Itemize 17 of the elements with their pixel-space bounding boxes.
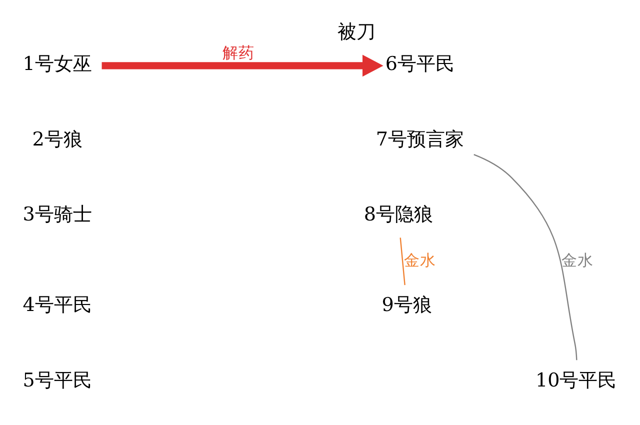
arrow	[102, 54, 384, 76]
node-text: 2号狼	[32, 128, 82, 150]
node-text: 10号平民	[535, 368, 617, 391]
node-text: 9号狼	[382, 294, 432, 316]
node-label: 被刀	[338, 20, 376, 43]
connector	[474, 154, 578, 360]
node-text: 5号平民	[22, 368, 92, 391]
node-text: 7号预言家	[376, 128, 464, 150]
edge-label: 金水	[561, 250, 594, 269]
edge-label: 解药	[222, 43, 255, 62]
node-text: 1号女巫	[22, 52, 92, 75]
edge-label: 金水	[404, 250, 436, 269]
node-text: 3号骑士	[22, 203, 92, 226]
node-text: 6号平民	[385, 52, 454, 75]
node-text: 4号平民	[22, 294, 92, 316]
connector	[400, 237, 406, 285]
node-text: 8号隐狼	[364, 203, 433, 226]
